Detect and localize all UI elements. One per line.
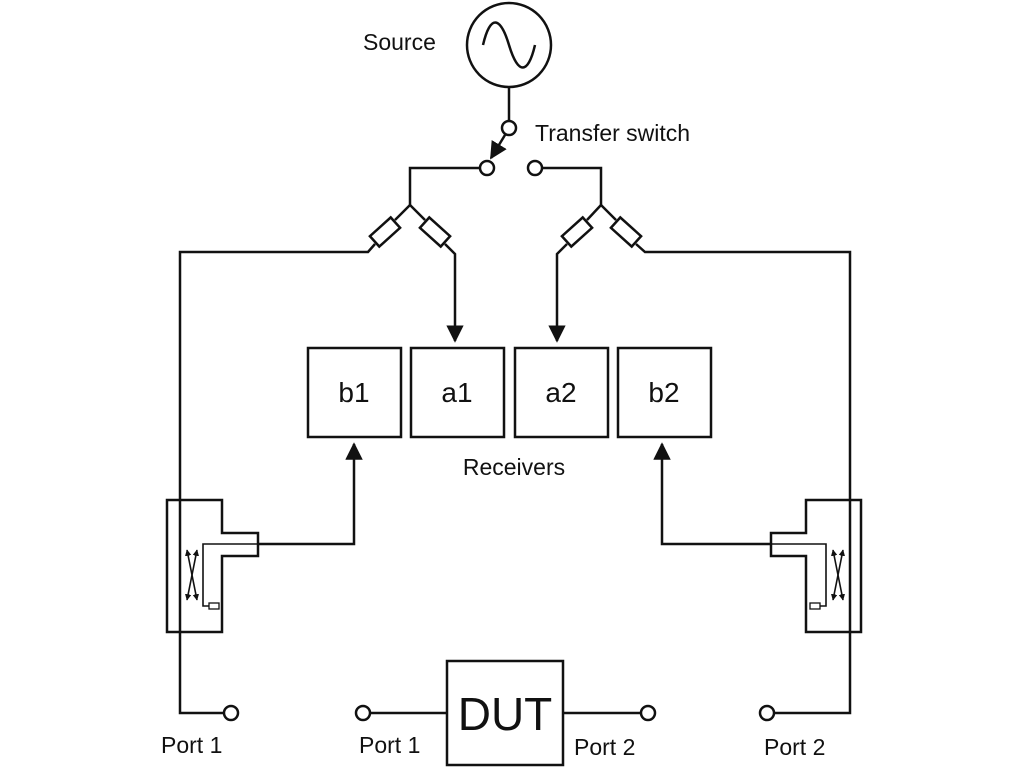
port1-wire: [178, 632, 224, 715]
port2-wire: [774, 632, 852, 715]
left-power-splitter: [178, 204, 464, 500]
dut-port2-node: [639, 704, 657, 722]
source-label: Source: [363, 29, 436, 55]
receivers-label: Receivers: [463, 454, 565, 480]
transfer-switch-label: Transfer switch: [535, 120, 690, 146]
sine-wave-icon: [481, 21, 537, 69]
switch-left-wire: [408, 166, 480, 205]
receiver-b2: b2: [616, 346, 713, 439]
receiver-b1: b1: [306, 346, 403, 439]
port1-label: Port 1: [161, 732, 222, 758]
port2-node: [758, 704, 776, 722]
port1-node: [222, 704, 240, 722]
receiver-a2-label: a2: [545, 377, 576, 408]
dut-port2-label: Port 2: [574, 734, 635, 760]
source-symbol: [465, 1, 553, 89]
dut-label: DUT: [458, 688, 553, 740]
receiver-a1-label: a1: [441, 377, 472, 408]
left-directional-coupler: [165, 498, 260, 634]
dut-port1-label: Port 1: [359, 732, 420, 758]
dut-port1-node: [354, 704, 372, 722]
receiver-b1-label: b1: [338, 377, 369, 408]
dut-block: DUT: [445, 659, 565, 767]
right-directional-coupler: [769, 498, 863, 634]
b1-coupled-wire: [258, 442, 363, 546]
b2-coupled-wire: [653, 442, 771, 546]
receiver-a1: a1: [409, 346, 506, 439]
receiver-b2-label: b2: [648, 377, 679, 408]
switch-right-wire: [542, 166, 603, 205]
port2-label: Port 2: [764, 734, 825, 760]
right-power-splitter: [548, 204, 852, 500]
transfer-switch: [478, 119, 544, 177]
receiver-a2: a2: [513, 346, 610, 439]
